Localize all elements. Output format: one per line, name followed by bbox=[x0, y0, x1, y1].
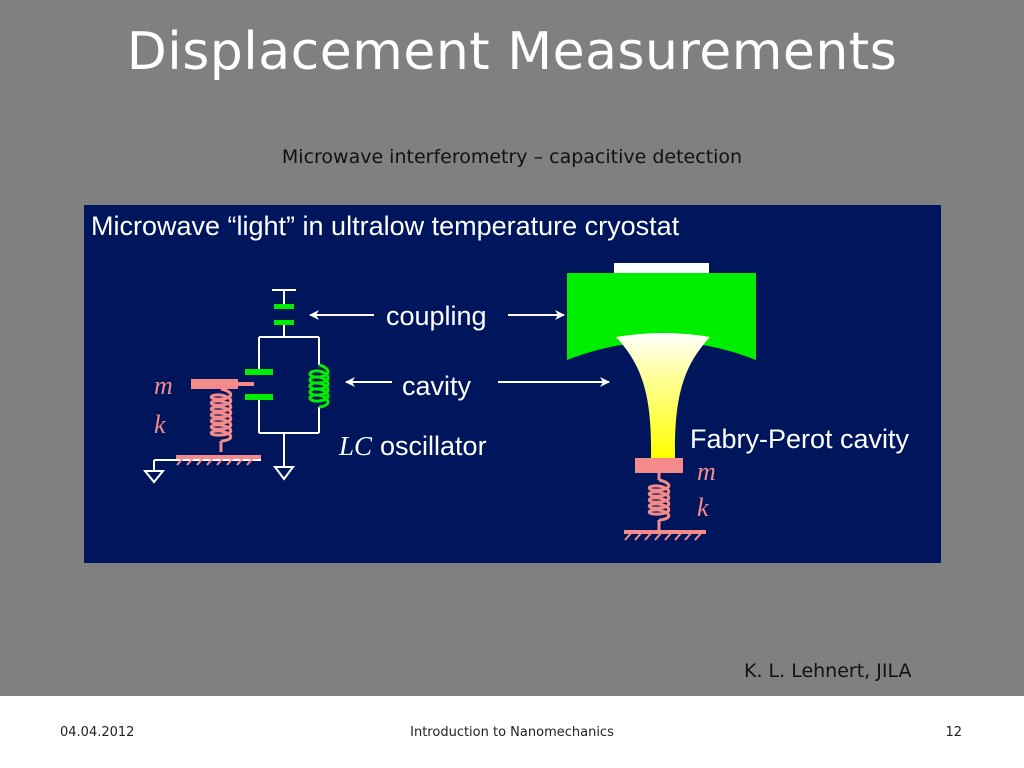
fabry-perot-label: Fabry-Perot cavity bbox=[690, 424, 910, 454]
oscillator-label: oscillator bbox=[380, 431, 487, 461]
coupling-label: coupling bbox=[386, 301, 487, 331]
footer-course-title: Introduction to Nanomechanics bbox=[410, 725, 614, 740]
footer-page-number: 12 bbox=[945, 725, 962, 740]
cavity-capacitor bbox=[245, 369, 273, 400]
slide-title: Displacement Measurements bbox=[126, 22, 898, 82]
diagram-figure: Microwave “light” in ultralow temperatur… bbox=[84, 205, 941, 563]
right-mass-spring bbox=[624, 458, 706, 541]
lc-circuit bbox=[142, 289, 320, 484]
cavity-label: cavity bbox=[402, 371, 472, 401]
slide-subtitle: Microwave interferometry – capacitive de… bbox=[281, 146, 743, 168]
credit-text: K. L. Lehnert, JILA bbox=[744, 660, 912, 682]
slide-footer: 04.04.2012 Introduction to Nanomechanics… bbox=[0, 696, 1024, 768]
diagram-svg: Microwave “light” in ultralow temperatur… bbox=[91, 211, 910, 541]
mass-symbol-left: m bbox=[154, 371, 173, 400]
footer-date: 04.04.2012 bbox=[60, 725, 135, 740]
figure-heading: Microwave “light” in ultralow temperatur… bbox=[91, 211, 680, 241]
spring-symbol-right: k bbox=[697, 493, 709, 522]
lc-italic-label: LC bbox=[338, 431, 373, 461]
top-mount bbox=[614, 263, 709, 275]
mass-symbol-right: m bbox=[697, 457, 716, 486]
inductor-coil bbox=[308, 363, 330, 409]
left-mass-spring bbox=[176, 379, 261, 466]
spring-symbol-left: k bbox=[154, 410, 166, 439]
microwave-beam bbox=[616, 333, 710, 458]
coupling-capacitor bbox=[274, 304, 294, 325]
